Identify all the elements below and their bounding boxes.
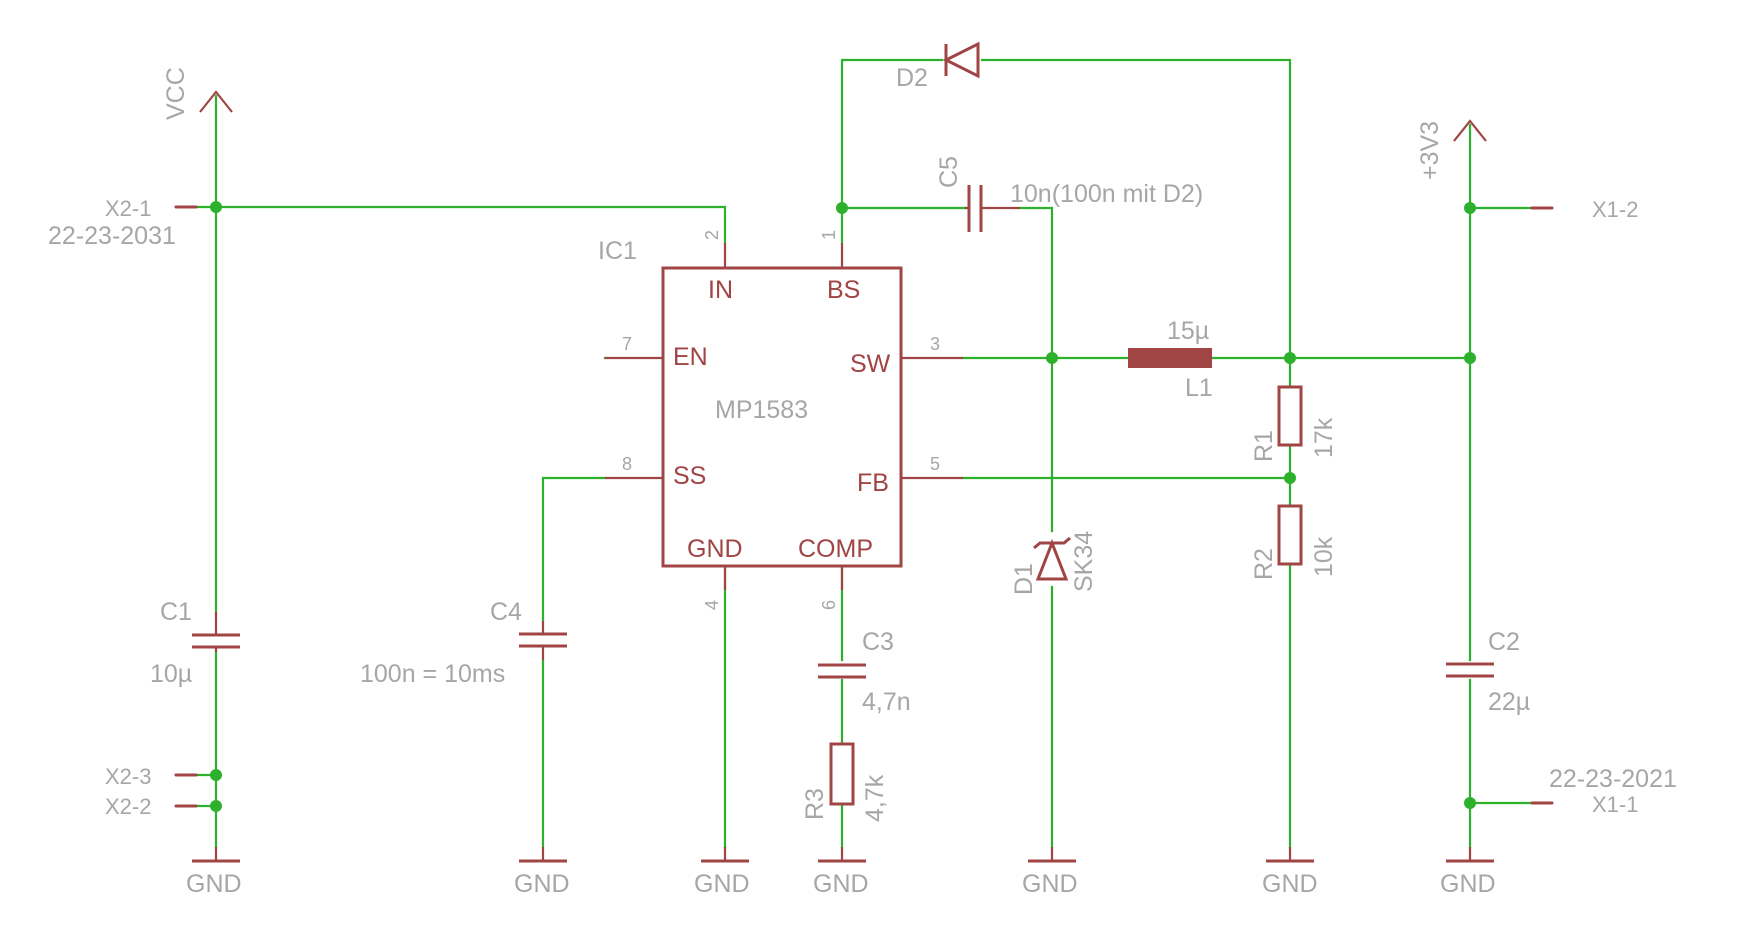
- x1-2-label: X1-2: [1592, 197, 1638, 222]
- pin-label-ss: SS: [673, 462, 706, 490]
- pin-label-in: IN: [708, 276, 733, 304]
- c4-value: 100n = 10ms: [360, 660, 505, 688]
- gnd-label: GND: [1022, 870, 1078, 898]
- junction-dot: [1464, 202, 1476, 214]
- c3-value: 4,7n: [862, 688, 911, 716]
- schottky-diode-d1: D1 SK34: [1010, 531, 1098, 595]
- c2-value: 22µ: [1488, 688, 1530, 716]
- connector-x2: X2-1 22-23-2031 X2-3 X2-2: [48, 196, 198, 819]
- ground-symbol: GND: [694, 847, 750, 898]
- gnd-label: GND: [813, 870, 869, 898]
- pin-number-2: 2: [702, 230, 722, 240]
- pin-number-5: 5: [930, 454, 940, 474]
- gnd-label: GND: [186, 870, 242, 898]
- pin-label-bs: BS: [827, 276, 860, 304]
- ground-symbols: GND GND GND GND GND GND GND: [186, 847, 1496, 898]
- resistor-r3: R3 4,7k: [801, 742, 889, 822]
- pin-number-4: 4: [702, 600, 722, 610]
- junction-dot: [1464, 797, 1476, 809]
- junction-dot: [1464, 352, 1476, 364]
- pin-label-en: EN: [673, 343, 708, 371]
- x2-1-label: X2-1: [105, 196, 151, 221]
- c3-name: C3: [862, 628, 894, 656]
- junction-dot: [836, 202, 848, 214]
- pin-number-8: 8: [622, 454, 632, 474]
- junction-dot: [1284, 472, 1296, 484]
- x1-1-label: X1-1: [1592, 792, 1638, 817]
- r1-name: R1: [1250, 430, 1278, 462]
- d1-value: SK34: [1070, 531, 1098, 592]
- c1-value: 10µ: [150, 660, 192, 688]
- pin-label-sw: SW: [850, 350, 891, 378]
- ground-symbol: GND: [514, 847, 570, 898]
- ground-symbol: GND: [813, 847, 869, 898]
- pin-label-gnd: GND: [687, 535, 743, 563]
- l1-name: L1: [1185, 374, 1213, 402]
- x2-type-label: 22-23-2031: [48, 222, 176, 250]
- l1-value: 15µ: [1167, 317, 1209, 345]
- c5-value: 10n(100n mit D2): [1010, 180, 1203, 208]
- capacitor-c1: C1 10µ: [150, 598, 240, 688]
- gnd-label: GND: [514, 870, 570, 898]
- pin-number-3: 3: [930, 334, 940, 354]
- gnd-label: GND: [694, 870, 750, 898]
- r3-value: 4,7k: [861, 774, 889, 822]
- junctions: [210, 201, 1476, 812]
- r1-value: 17k: [1310, 417, 1338, 458]
- ground-symbol: GND: [186, 847, 242, 898]
- d2-name: D2: [896, 64, 928, 92]
- x2-2-label: X2-2: [105, 794, 151, 819]
- resistor-r1: R1 17k: [1250, 385, 1338, 462]
- pin-number-7: 7: [622, 334, 632, 354]
- junction-dot: [210, 800, 222, 812]
- capacitor-c5: C5 10n(100n mit D2): [935, 156, 1203, 232]
- r2-value: 10k: [1310, 536, 1338, 577]
- pin-label-fb: FB: [857, 469, 889, 497]
- capacitor-c2: C2 22µ: [1446, 628, 1530, 716]
- c1-name: C1: [160, 598, 192, 626]
- pin-label-comp: COMP: [798, 535, 873, 563]
- c2-name: C2: [1488, 628, 1520, 656]
- vcc-supply-symbol: VCC: [162, 67, 233, 120]
- gnd-label: GND: [1440, 870, 1496, 898]
- ground-symbol: GND: [1440, 847, 1496, 898]
- ground-symbol: GND: [1262, 847, 1318, 898]
- junction-dot: [210, 769, 222, 781]
- capacitor-c4: C4 100n = 10ms: [360, 598, 567, 688]
- c5-name: C5: [935, 156, 963, 188]
- 3v3-label: +3V3: [1416, 121, 1444, 180]
- ground-symbol: GND: [1022, 847, 1078, 898]
- c4-name: C4: [490, 598, 522, 626]
- vcc-label: VCC: [162, 67, 190, 120]
- ic-value: MP1583: [715, 396, 808, 424]
- x1-type-label: 22-23-2021: [1549, 765, 1677, 793]
- inductor-l1: 15µ L1: [1128, 317, 1213, 402]
- junction-dot: [1046, 352, 1058, 364]
- pin-number-1: 1: [819, 230, 839, 240]
- r2-name: R2: [1250, 548, 1278, 580]
- 3v3-supply-symbol: +3V3: [1416, 119, 1487, 180]
- junction-dot: [210, 201, 222, 213]
- connector-x1: X1-2 22-23-2021 X1-1: [1530, 197, 1677, 817]
- r3-name: R3: [801, 788, 829, 820]
- capacitor-c3: C3 4,7n: [818, 628, 911, 716]
- x2-3-label: X2-3: [105, 764, 151, 789]
- ic-name: IC1: [598, 237, 637, 265]
- junction-dot: [1284, 352, 1296, 364]
- ic-mp1583: IC1 MP1583 IN BS EN SW SS FB GND COMP 2 …: [598, 230, 963, 610]
- d1-name: D1: [1010, 563, 1038, 595]
- gnd-label: GND: [1262, 870, 1318, 898]
- diode-d2: D2: [896, 41, 980, 92]
- resistor-r2: R2 10k: [1250, 504, 1338, 580]
- pin-number-6: 6: [819, 600, 839, 610]
